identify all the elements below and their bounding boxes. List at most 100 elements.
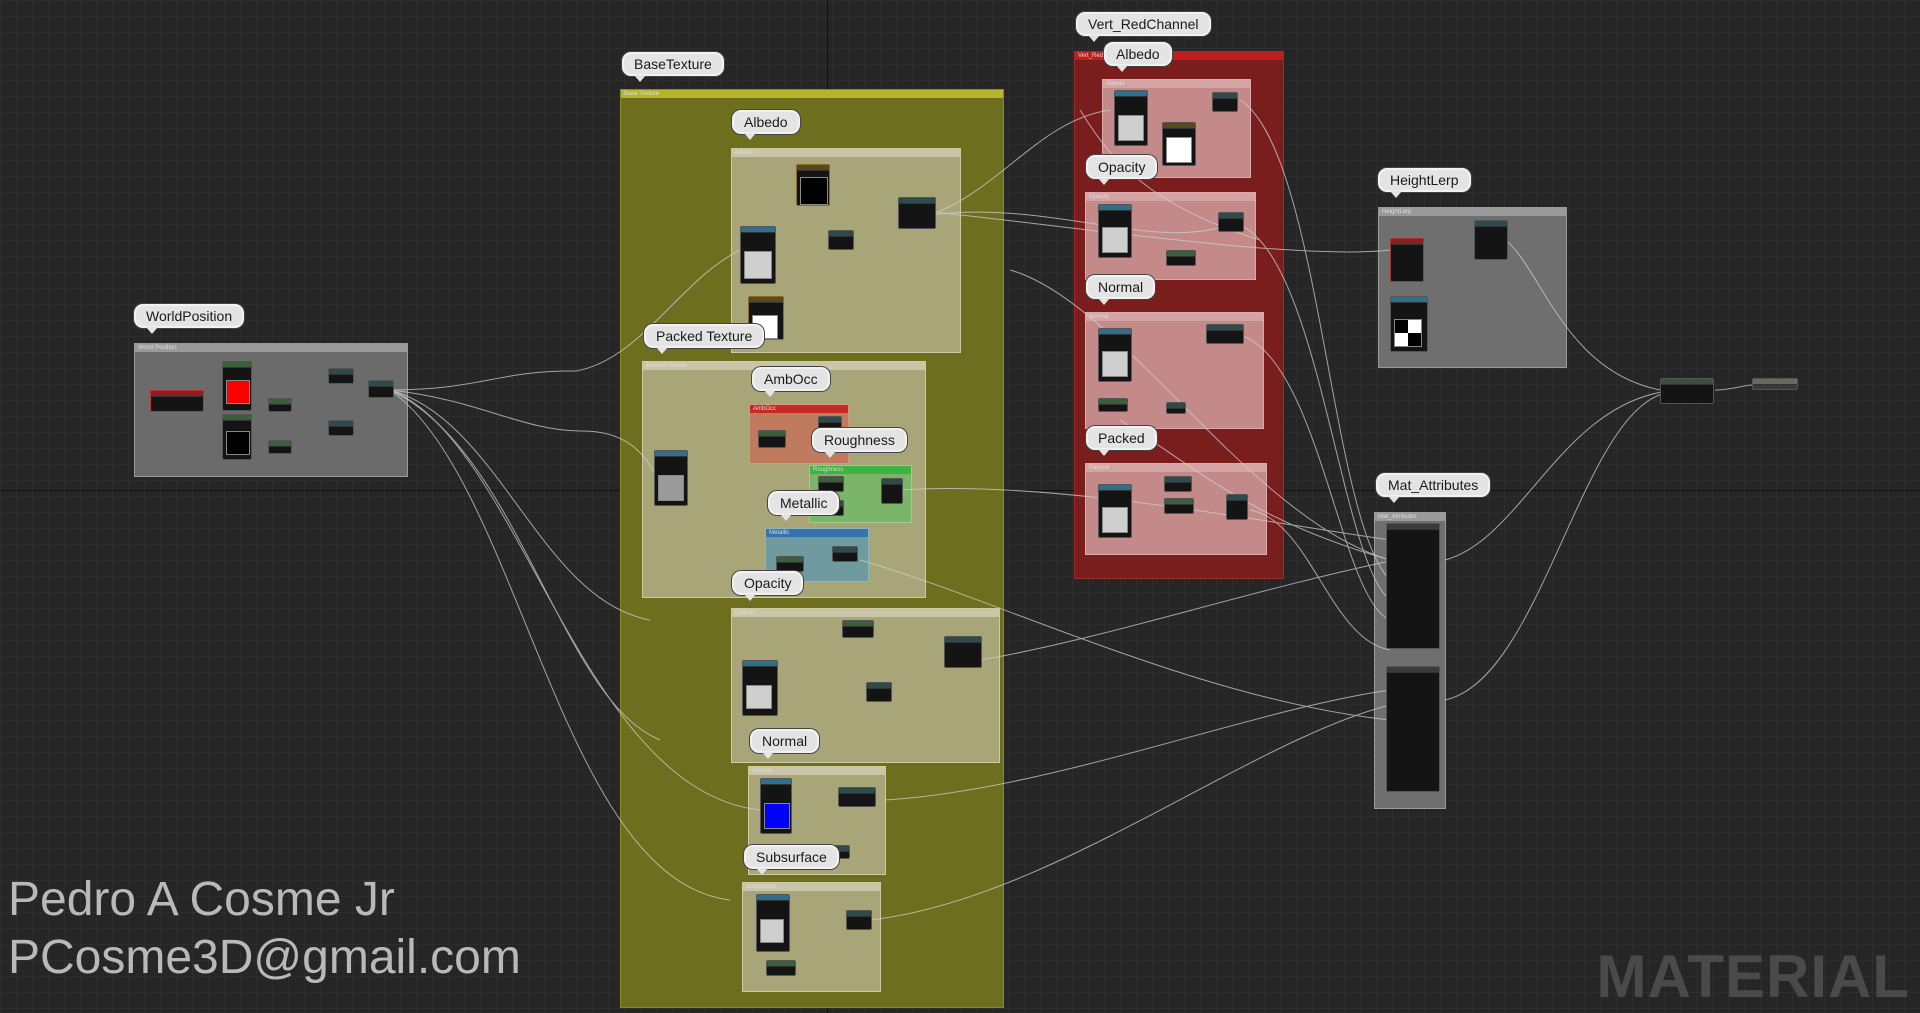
comment-header: Mat_Attributes xyxy=(1375,513,1445,521)
gray-swatch xyxy=(1102,227,1128,253)
gray-swatch xyxy=(658,475,684,501)
absolute-world-position-node[interactable] xyxy=(150,390,204,412)
heightmap-texture-node[interactable] xyxy=(1390,296,1428,352)
texture-sample-node[interactable] xyxy=(1098,204,1132,258)
height-param-node[interactable] xyxy=(1390,238,1424,282)
gray-swatch xyxy=(760,919,784,943)
opacity-mask-node[interactable] xyxy=(944,636,982,668)
comment-header: Subsurface xyxy=(743,883,880,891)
gray-swatch xyxy=(746,685,772,709)
comment-header: Metallic xyxy=(766,529,868,537)
texture-sample-node[interactable] xyxy=(742,660,778,716)
scalar-node[interactable] xyxy=(1166,250,1196,266)
bubble-base-texture: BaseTexture xyxy=(622,52,724,82)
roughness-param-node[interactable] xyxy=(818,476,844,492)
comment-header: HeightLerp xyxy=(1379,208,1566,216)
bubble-mat-attributes: Mat_Attributes xyxy=(1376,473,1491,503)
bubble-vert-albedo: Albedo xyxy=(1104,42,1172,72)
bubble-subsurface: Subsurface xyxy=(744,845,839,875)
make-material-attributes-node[interactable] xyxy=(1386,523,1440,649)
comment-header: Roughness xyxy=(810,466,911,474)
bubble-vert-redchannel: Vert_RedChannel xyxy=(1076,12,1211,42)
bubble-normal: Normal xyxy=(750,729,820,759)
bubble-vert-normal: Normal xyxy=(1086,275,1156,305)
flatten-normal-node[interactable] xyxy=(838,787,876,807)
normal-texture-node[interactable] xyxy=(760,778,792,834)
blend-material-attributes-node[interactable] xyxy=(1660,378,1714,404)
math-node[interactable] xyxy=(268,398,292,412)
checker-swatch xyxy=(1394,319,1422,347)
bubble-vert-opacity: Opacity xyxy=(1086,155,1158,185)
flatten-normal-node[interactable] xyxy=(1206,324,1244,344)
clamp-node[interactable] xyxy=(881,478,903,504)
black-swatch xyxy=(800,177,828,205)
subsurface-texture-node[interactable] xyxy=(756,894,790,952)
comment-header: World Position xyxy=(135,344,407,352)
comment-header: Normal xyxy=(1086,313,1263,321)
subsurface-color-node[interactable] xyxy=(766,960,796,976)
bubble-opacity: Opacity xyxy=(732,571,804,601)
lerp-node[interactable] xyxy=(1164,476,1192,492)
material-output-node[interactable] xyxy=(1752,378,1798,390)
gray-swatch xyxy=(1118,115,1144,141)
gray-swatch xyxy=(1102,351,1128,377)
gray-swatch xyxy=(1102,507,1128,533)
black-swatch xyxy=(226,431,250,455)
math-node[interactable] xyxy=(328,368,354,384)
lerp-node[interactable] xyxy=(1218,212,1244,232)
constant-color-node[interactable] xyxy=(222,414,252,460)
bubble-vert-packed: Packed xyxy=(1086,426,1157,456)
scalar-node[interactable] xyxy=(1164,498,1194,514)
texture-sample-node[interactable] xyxy=(1098,328,1132,382)
comment-header: Packed xyxy=(1086,464,1266,472)
lerp-node[interactable] xyxy=(1212,92,1238,112)
author-email: PCosme3D@gmail.com xyxy=(8,931,521,984)
append-node[interactable] xyxy=(368,380,394,398)
math-node[interactable] xyxy=(268,440,292,454)
bubble-albedo: Albedo xyxy=(732,110,800,140)
comment-header: AmbOcc xyxy=(750,405,848,413)
red-swatch xyxy=(226,380,250,404)
comment-header: Albedo xyxy=(732,149,960,157)
comment-header: Packed Texture xyxy=(643,362,925,370)
multiply-node[interactable] xyxy=(846,910,872,930)
math-node[interactable] xyxy=(328,420,354,436)
opacity-param-node[interactable] xyxy=(842,620,874,638)
texture-sample-node[interactable] xyxy=(740,226,776,284)
packed-texture-sample-node[interactable] xyxy=(654,450,688,506)
comment-header: Opacity xyxy=(1086,193,1255,201)
multiply-node[interactable] xyxy=(866,682,892,702)
texture-sample-node[interactable] xyxy=(1114,90,1148,146)
blue-swatch xyxy=(764,803,790,829)
bubble-packed-texture: Packed Texture xyxy=(644,324,765,354)
math-node[interactable] xyxy=(1166,402,1186,414)
multiply-node[interactable] xyxy=(828,230,854,250)
metallic-param-node[interactable] xyxy=(776,556,804,572)
make-material-attributes-node[interactable] xyxy=(1386,666,1440,792)
author-name: Pedro A Cosme Jr xyxy=(8,873,395,926)
math-node[interactable] xyxy=(1226,494,1248,520)
ambocc-param-node[interactable] xyxy=(758,430,786,448)
vertex-color-node[interactable] xyxy=(1162,122,1196,166)
bubble-world-position: WorldPosition xyxy=(134,304,245,334)
comment-header: Normal xyxy=(749,767,885,775)
material-watermark: MATERIAL xyxy=(1596,943,1910,1010)
scalar-node[interactable] xyxy=(1098,398,1128,412)
bubble-ambocc: AmbOcc xyxy=(752,367,830,397)
texture-sample-node[interactable] xyxy=(1098,484,1132,538)
comment-header: Opacity xyxy=(732,609,999,617)
bubble-metallic: Metallic xyxy=(768,491,840,521)
comment-header: Albedo xyxy=(1103,80,1250,88)
texture-param-node[interactable] xyxy=(796,164,830,206)
comment-header: Vert_RedChannel xyxy=(1075,52,1283,60)
white-swatch xyxy=(1166,137,1192,163)
bubble-heightlerp: HeightLerp xyxy=(1378,168,1471,198)
lerp-node[interactable] xyxy=(898,197,936,229)
bubble-roughness: Roughness xyxy=(812,428,907,458)
height-lerp-node[interactable] xyxy=(1474,220,1508,260)
gray-swatch xyxy=(744,251,772,279)
math-node[interactable] xyxy=(832,546,858,562)
constant-color-node[interactable] xyxy=(222,361,252,411)
